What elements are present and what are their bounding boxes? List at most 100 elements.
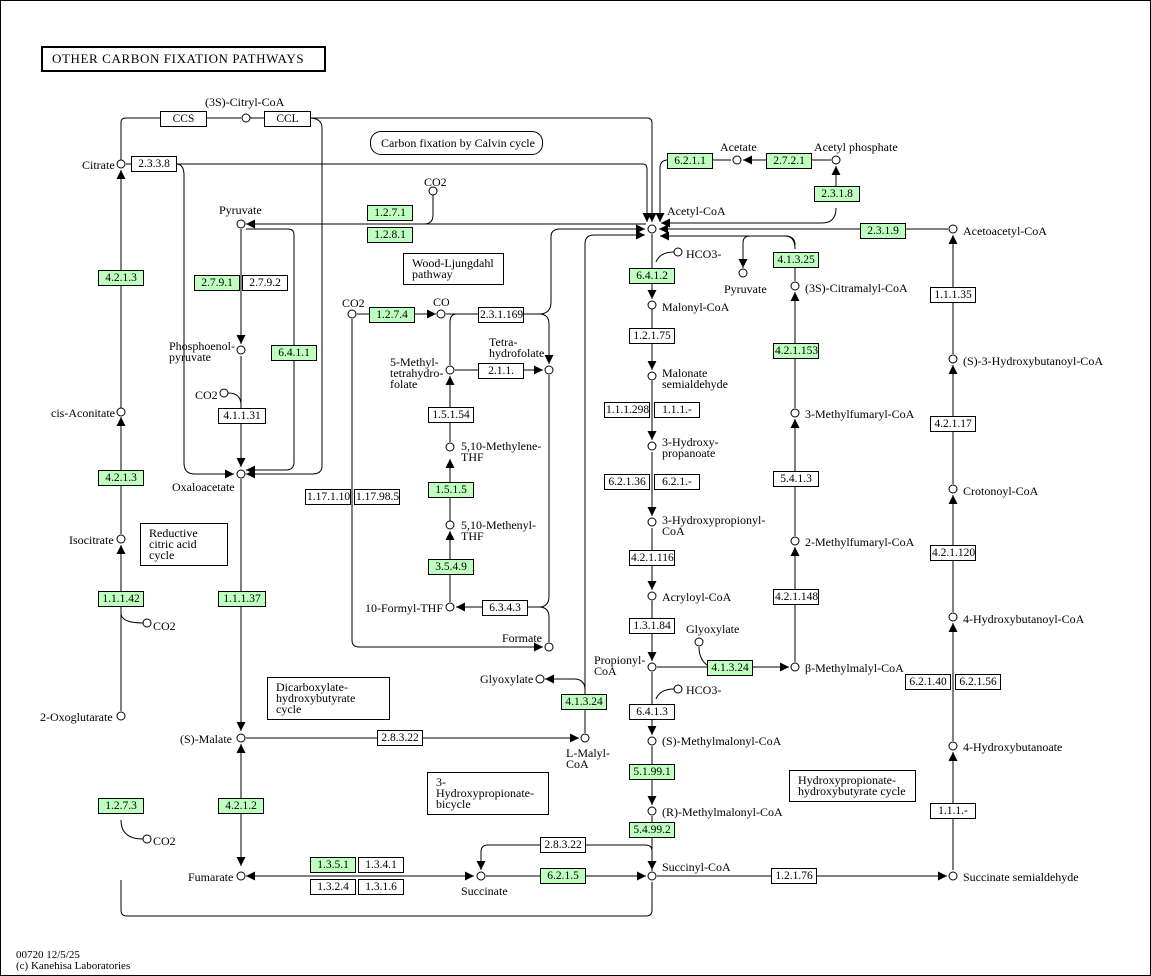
hp-bicycle-link[interactable]: 3-Hydroxypropionate- bicycle xyxy=(427,772,549,815)
enzyme-1.1.1.298[interactable]: 1.1.1.298 xyxy=(604,402,650,418)
enzyme-4.2.1.120[interactable]: 4.2.1.120 xyxy=(930,545,976,561)
compound-4-hydroxybutanoate[interactable]: 4-Hydroxybutanoate xyxy=(963,740,1063,754)
compound-10-formyl-thf[interactable]: 10-Formyl-THF xyxy=(365,601,443,615)
enzyme-2.7.2.1[interactable]: 2.7.2.1 xyxy=(766,153,812,169)
enzyme-1.3.1.84[interactable]: 1.3.1.84 xyxy=(629,618,675,634)
enzyme-2.3.1.8[interactable]: 2.3.1.8 xyxy=(814,186,860,202)
compound-4-hydroxybutanoyl-coa[interactable]: 4-Hydroxybutanoyl-CoA xyxy=(963,612,1085,626)
compound-succinate-semialdehyde[interactable]: Succinate semialdehyde xyxy=(963,870,1079,884)
enzyme-1.2.7.3[interactable]: 1.2.7.3 xyxy=(98,798,144,814)
enzyme-6.4.1.1[interactable]: 6.4.1.1 xyxy=(271,345,317,361)
enzyme-4.2.1.116[interactable]: 4.2.1.116 xyxy=(629,550,675,566)
enzyme-1.1.1.42[interactable]: 1.1.1.42 xyxy=(98,591,144,607)
enzyme-2.3.3.8[interactable]: 2.3.3.8 xyxy=(131,156,177,172)
compound-co2[interactable]: CO2 xyxy=(342,296,365,310)
enzyme-4.2.1.3[interactable]: 4.2.1.3 xyxy=(98,470,144,486)
enzyme-2.8.3.22[interactable]: 2.8.3.22 xyxy=(540,837,586,853)
reductive-tca-link[interactable]: Reductive citric acid cycle xyxy=(140,523,228,566)
enzyme-1.2.1.76[interactable]: 1.2.1.76 xyxy=(771,868,817,884)
compound-cis-aconitate[interactable]: cis-Aconitate xyxy=(51,406,115,420)
compound-malonyl-coa[interactable]: Malonyl-CoA xyxy=(662,300,730,314)
enzyme-6.2.1.5[interactable]: 6.2.1.5 xyxy=(540,868,586,884)
enzyme-1.1.1.-[interactable]: 1.1.1.- xyxy=(930,803,976,819)
compound-malonate-semialdehyde[interactable]: Malonate semialdehyde xyxy=(662,366,728,391)
compound-citryl-coa[interactable]: (3S)-Citryl-CoA xyxy=(205,95,285,109)
enzyme-6.4.1.2[interactable]: 6.4.1.2 xyxy=(629,268,675,284)
compound-s-methylmalonyl-coa[interactable]: (S)-Methylmalonyl-CoA xyxy=(662,734,782,748)
enzyme-4.2.1.17[interactable]: 4.2.1.17 xyxy=(930,416,976,432)
compound-glyoxylate[interactable]: Glyoxylate xyxy=(686,622,740,636)
dicarboxylate-cycle-link[interactable]: Dicarboxylate- hydroxybutyrate cycle xyxy=(267,677,390,720)
enzyme-1.2.7.1[interactable]: 1.2.7.1 xyxy=(367,205,413,221)
enzyme-1.17.1.10[interactable]: 1.17.1.10 xyxy=(305,489,351,505)
compound-2-oxoglutarate[interactable]: 2-Oxoglutarate xyxy=(40,710,113,724)
enzyme-ccl[interactable]: CCL xyxy=(264,111,311,127)
compound-formate[interactable]: Formate xyxy=(502,631,542,645)
compound-tetrahydrofolate[interactable]: Tetra- hydrofolate xyxy=(489,335,545,360)
enzyme-1.3.4.1[interactable]: 1.3.4.1 xyxy=(358,857,404,873)
compound-hco3[interactable]: HCO3- xyxy=(686,683,722,697)
compound-2-methylfumaryl-coa[interactable]: 2-Methylfumaryl-CoA xyxy=(805,535,915,549)
compound-glyoxylate[interactable]: Glyoxylate xyxy=(480,672,534,686)
enzyme-2.3.1.169[interactable]: 2.3.1.169 xyxy=(478,307,524,323)
enzyme-4.1.1.31[interactable]: 4.1.1.31 xyxy=(218,408,266,424)
enzyme-1.2.1.75[interactable]: 1.2.1.75 xyxy=(629,328,675,344)
compound-s-malate[interactable]: (S)-Malate xyxy=(180,732,232,746)
compound-fumarate[interactable]: Fumarate xyxy=(188,870,234,884)
compound-methenyl-thf[interactable]: 5,10-Methenyl- THF xyxy=(461,518,536,543)
compound-methylene-thf[interactable]: 5,10-Methylene- THF xyxy=(461,439,542,464)
compound-acetyl-phosphate[interactable]: Acetyl phosphate xyxy=(814,140,898,154)
enzyme-1.3.1.6[interactable]: 1.3.1.6 xyxy=(358,879,404,895)
compound-crotonoyl-coa[interactable]: Crotonoyl-CoA xyxy=(963,484,1039,498)
hp-hb-cycle-link[interactable]: Hydroxypropionate- hydroxybutyrate cycle xyxy=(789,770,916,802)
compound-r-methylmalonyl-coa[interactable]: (R)-Methylmalonyl-CoA xyxy=(662,805,783,819)
compound-citrate[interactable]: Citrate xyxy=(82,158,115,172)
compound-propionyl-coa[interactable]: Propionyl- CoA xyxy=(594,653,646,678)
enzyme-6.3.4.3[interactable]: 6.3.4.3 xyxy=(482,600,528,616)
compound-acetate[interactable]: Acetate xyxy=(720,140,757,154)
compound-co2[interactable]: CO2 xyxy=(195,388,218,402)
enzyme-4.1.3.24[interactable]: 4.1.3.24 xyxy=(561,694,607,710)
enzyme-6.4.1.3[interactable]: 6.4.1.3 xyxy=(629,704,675,720)
compound-beta-methylmalyl-coa[interactable]: β-Methylmalyl-CoA xyxy=(805,661,904,675)
compound-pyruvate[interactable]: Pyruvate xyxy=(724,282,767,296)
enzyme-4.1.3.24[interactable]: 4.1.3.24 xyxy=(707,660,753,676)
compound-isocitrate[interactable]: Isocitrate xyxy=(69,533,114,547)
enzyme-3.5.4.9[interactable]: 3.5.4.9 xyxy=(428,559,474,575)
enzyme-6.2.1.56[interactable]: 6.2.1.56 xyxy=(955,674,1001,690)
compound-hco3[interactable]: HCO3- xyxy=(686,247,722,261)
compound-3-methylfumaryl-coa[interactable]: 3-Methylfumaryl-CoA xyxy=(805,407,915,421)
compound-oxaloacetate[interactable]: Oxaloacetate xyxy=(172,480,235,494)
compound-5-methyl-thf[interactable]: 5-Methyl- tetrahydro- folate xyxy=(390,355,444,391)
compound-acetyl-coa[interactable]: Acetyl-CoA xyxy=(667,204,726,218)
compound-succinate[interactable]: Succinate xyxy=(461,884,508,898)
enzyme-5.4.1.3[interactable]: 5.4.1.3 xyxy=(773,471,819,487)
enzyme-5.4.99.2[interactable]: 5.4.99.2 xyxy=(629,822,675,838)
enzyme-ccs[interactable]: CCS xyxy=(160,111,207,127)
compound-3-hydroxypropionyl-coa[interactable]: 3-Hydroxypropionyl- CoA xyxy=(662,513,766,538)
enzyme-6.2.1.36[interactable]: 6.2.1.36 xyxy=(604,474,650,490)
enzyme-1.2.7.4[interactable]: 1.2.7.4 xyxy=(369,307,415,323)
enzyme-4.2.1.148[interactable]: 4.2.1.148 xyxy=(773,589,819,605)
enzyme-1.1.1.-[interactable]: 1.1.1.- xyxy=(654,402,700,418)
compound-citramalyl-coa[interactable]: (3S)-Citramalyl-CoA xyxy=(805,281,908,295)
compound-acryloyl-coa[interactable]: Acryloyl-CoA xyxy=(662,590,732,604)
enzyme-1.3.5.1[interactable]: 1.3.5.1 xyxy=(310,857,356,873)
enzyme-6.2.1.40[interactable]: 6.2.1.40 xyxy=(905,674,951,690)
enzyme-1.3.2.4[interactable]: 1.3.2.4 xyxy=(310,879,356,895)
enzyme-1.5.1.5[interactable]: 1.5.1.5 xyxy=(428,482,474,498)
enzyme-5.1.99.1[interactable]: 5.1.99.1 xyxy=(629,764,675,780)
compound-co2[interactable]: CO2 xyxy=(153,834,176,848)
enzyme-1.2.8.1[interactable]: 1.2.8.1 xyxy=(367,227,413,243)
enzyme-2.1.1.[interactable]: 2.1.1. xyxy=(478,363,524,379)
enzyme-1.5.1.54[interactable]: 1.5.1.54 xyxy=(428,407,474,423)
enzyme-6.2.1.-[interactable]: 6.2.1.- xyxy=(654,474,700,490)
wood-ljungdahl-link[interactable]: Wood-Ljungdahl pathway xyxy=(403,253,504,285)
enzyme-4.2.1.3[interactable]: 4.2.1.3 xyxy=(98,270,144,286)
compound-acetoacetyl-coa[interactable]: Acetoacetyl-CoA xyxy=(963,224,1047,238)
enzyme-2.8.3.22[interactable]: 2.8.3.22 xyxy=(377,730,423,746)
enzyme-2.3.1.9[interactable]: 2.3.1.9 xyxy=(860,223,906,239)
enzyme-2.7.9.2[interactable]: 2.7.9.2 xyxy=(242,275,288,291)
enzyme-1.1.1.37[interactable]: 1.1.1.37 xyxy=(218,591,266,607)
compound-3-hydroxypropanoate[interactable]: 3-Hydroxy- propanoate xyxy=(662,435,719,460)
